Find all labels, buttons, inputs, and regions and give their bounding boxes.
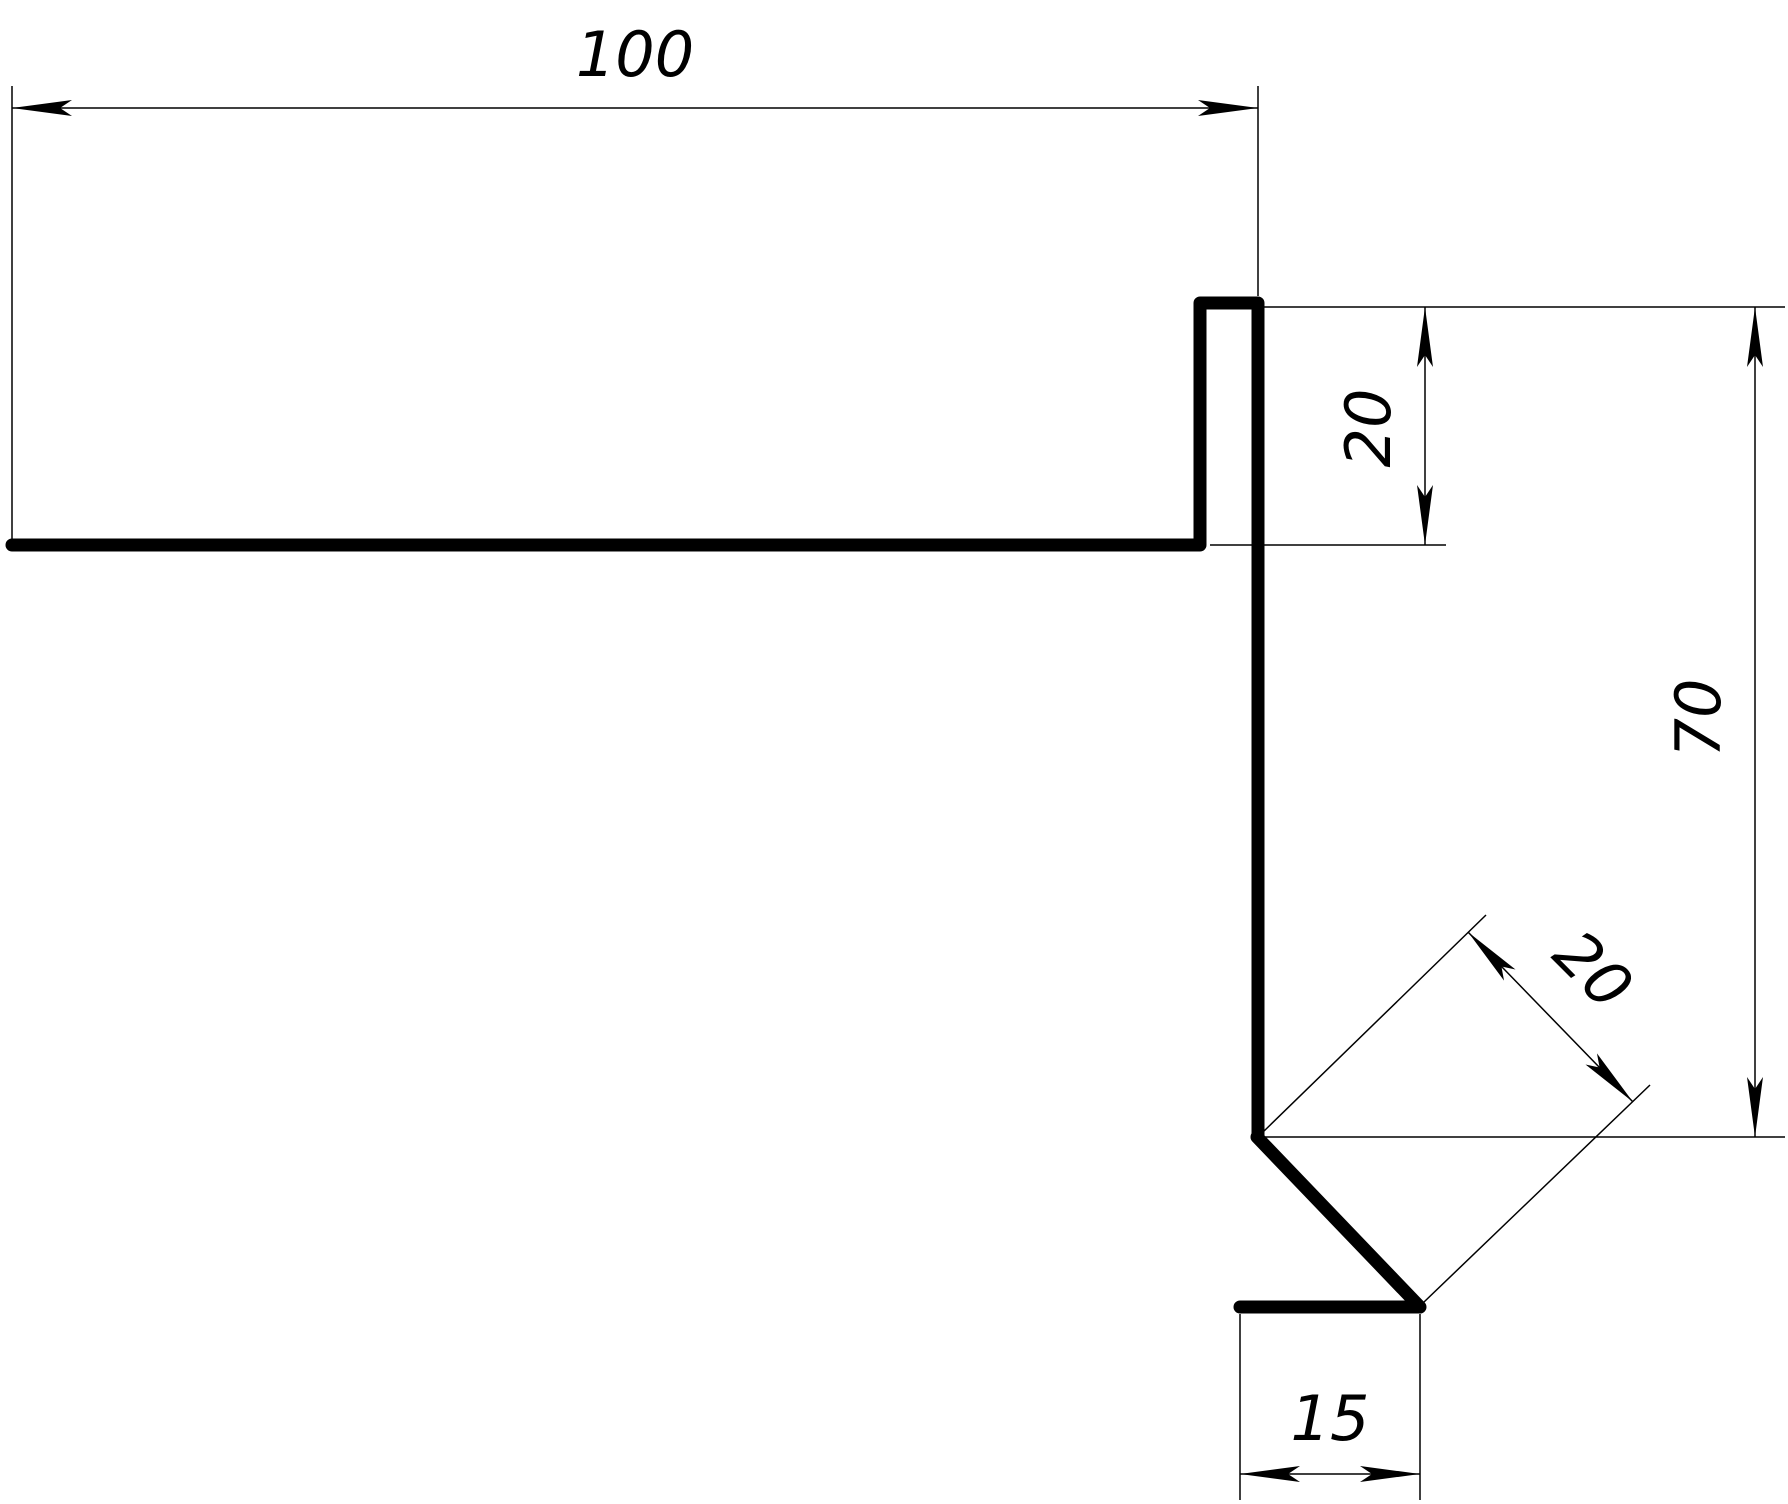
sheet-profile xyxy=(5,296,1427,1314)
dimension-label-upper-flange: 20 xyxy=(1332,389,1405,468)
extension-line-diagonal-upper xyxy=(1261,914,1487,1134)
extension-line-diagonal-lower xyxy=(1423,1084,1651,1303)
profile-line xyxy=(5,296,1427,1314)
dimension-upper-flange xyxy=(1210,306,1785,546)
dimension-top-width xyxy=(11,86,1259,540)
dimension-bottom-flange xyxy=(1239,1314,1421,1500)
dimension-label-overall-height: 70 xyxy=(1662,679,1735,758)
dimension-diagonal xyxy=(1261,914,1651,1303)
dimension-overall-height xyxy=(1264,307,1785,1138)
dimension-label-bottom-flange: 15 xyxy=(1291,1382,1370,1455)
dimension-label-top-width: 100 xyxy=(576,18,694,91)
dimension-label-diagonal: 20 xyxy=(1539,916,1646,1023)
dimension-line-diagonal xyxy=(1467,931,1634,1103)
